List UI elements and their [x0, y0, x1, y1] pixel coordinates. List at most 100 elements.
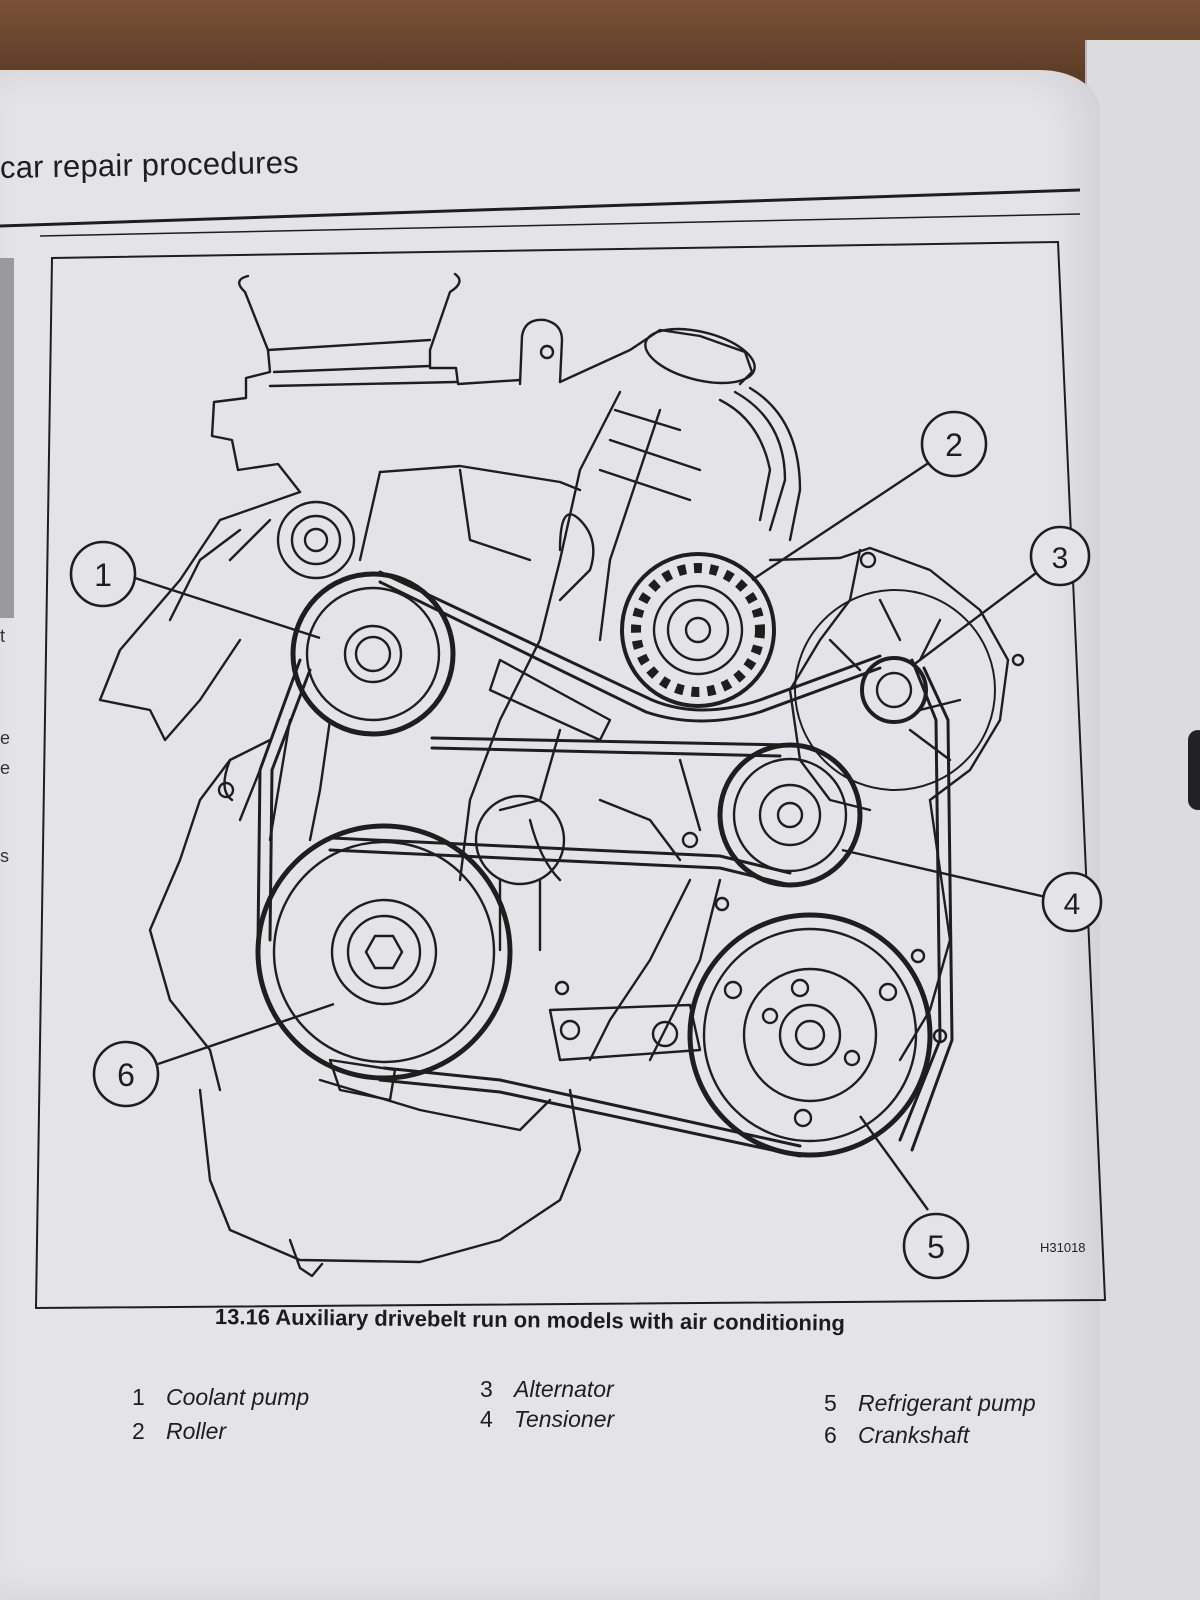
facing-page — [1085, 40, 1200, 1600]
legend-label: Roller — [166, 1418, 227, 1444]
callout-leader-1 — [134, 576, 321, 640]
callout-3: 3 — [1029, 525, 1091, 587]
crankshaft-bolt — [364, 934, 404, 970]
refrigerant-pump-stud — [793, 1108, 813, 1128]
callout-number-5: 5 — [927, 1229, 945, 1265]
tensioner-pulley — [717, 742, 863, 888]
margin-photo-strip — [0, 258, 14, 618]
callout-leader-5 — [859, 1115, 929, 1211]
callout-leader-6 — [157, 1002, 335, 1066]
bracket-bolt — [554, 980, 570, 996]
legend-label: Coolant pump — [166, 1384, 310, 1410]
tensioner-pulley-rim — [732, 757, 848, 873]
legend-number: 3 — [480, 1376, 493, 1402]
header-rule-thin — [39, 213, 1081, 237]
engine-outline — [98, 272, 1025, 1278]
callout-number-1: 1 — [94, 557, 112, 593]
timing-cover-bolt — [681, 831, 699, 849]
coolant-pump-pulley-rim — [305, 586, 441, 722]
legend-number: 1 — [132, 1384, 145, 1410]
alternator-bolt — [859, 551, 877, 569]
refrigerant-pump-rim — [702, 927, 918, 1143]
figure-frame — [34, 240, 1107, 1310]
callout-4: 4 — [1041, 871, 1103, 933]
callout-6: 6 — [92, 1040, 160, 1108]
coolant-pump-pulley — [290, 571, 456, 737]
bracket-bolt — [559, 1019, 581, 1041]
legend-item-crankshaft: 6 Crankshaft — [824, 1422, 969, 1449]
legend-number: 5 — [824, 1390, 837, 1416]
refrigerant-pump-stud — [790, 978, 810, 998]
margin-text-fragment: e — [0, 758, 11, 778]
legend-number: 4 — [480, 1406, 493, 1432]
legend-label: Alternator — [514, 1376, 614, 1402]
header-rule — [0, 188, 1081, 228]
alternator-pulley — [860, 656, 928, 724]
bracket-bolt — [651, 1020, 679, 1048]
callout-5: 5 — [902, 1212, 970, 1280]
legend-label: Tensioner — [514, 1406, 615, 1432]
callout-leader-4 — [841, 848, 1051, 900]
refrigerant-pump-stud — [761, 1007, 779, 1025]
roller-hub — [666, 598, 730, 662]
margin-text-fragment: e — [0, 728, 11, 748]
legend-item-alternator: 3 Alternator — [480, 1376, 614, 1403]
figure-code: H31018 — [1040, 1240, 1086, 1255]
callout-leader-3 — [911, 569, 1041, 667]
page-tab-marker — [1188, 730, 1200, 810]
alternator-bolt — [1011, 653, 1025, 667]
callout-number-2: 2 — [945, 427, 963, 463]
callout-number-6: 6 — [117, 1057, 135, 1093]
legend-item-tensioner: 4 Tensioner — [480, 1406, 614, 1433]
legend-item-coolant-pump: 1 Coolant pump — [132, 1384, 309, 1411]
crankshaft-hub-inner — [346, 914, 422, 990]
refrigerant-pump-center — [794, 1019, 826, 1051]
roller-inner — [652, 584, 744, 676]
roller-pulley — [620, 552, 776, 708]
idler-pulley-hub — [303, 527, 329, 553]
crankshaft-hub — [330, 898, 438, 1006]
callout-1: 1 — [69, 540, 137, 608]
mount-bolt — [910, 948, 926, 964]
tensioner-center — [776, 801, 804, 829]
legend-item-refrigerant-pump: 5 Refrigerant pump — [824, 1390, 1036, 1417]
crankshaft-pulley — [255, 823, 513, 1081]
alternator-body — [794, 589, 996, 791]
roller-center — [684, 616, 712, 644]
idler-pulley — [276, 500, 356, 580]
legend-item-roller: 2 Roller — [132, 1418, 226, 1445]
tensioner-hub — [758, 783, 822, 847]
legend-number: 2 — [132, 1418, 145, 1444]
roller-fins — [631, 563, 765, 697]
callout-leaders — [134, 460, 1051, 1211]
idler-pulley-inner — [290, 514, 342, 566]
refrigerant-pump-stud — [723, 980, 743, 1000]
callout-number-4: 4 — [1064, 888, 1081, 921]
callouts: 1 2 3 4 5 6 — [69, 410, 1103, 1280]
margin-text-fragment: s — [0, 846, 9, 866]
bracket-bolt — [714, 896, 730, 912]
crankshaft-pulley-rim — [272, 840, 496, 1064]
refrigerant-pump-stud — [843, 1049, 861, 1067]
callout-2: 2 — [920, 410, 988, 478]
alternator-pulley-hub — [875, 671, 913, 709]
coolant-pump-hub — [343, 624, 403, 684]
bracket-hole — [539, 344, 555, 360]
refrigerant-pump-pulley — [687, 912, 933, 1158]
coolant-pump-hub-inner — [354, 635, 392, 673]
legend-number: 6 — [824, 1422, 837, 1448]
legend-label: Refrigerant pump — [858, 1390, 1036, 1416]
callout-number-3: 3 — [1052, 542, 1069, 575]
refrigerant-pump-face — [742, 967, 878, 1103]
manual-page — [0, 70, 1100, 1600]
filler-cap — [644, 327, 756, 385]
callout-leader-2 — [751, 460, 931, 582]
refrigerant-pump-hub — [778, 1003, 842, 1067]
margin-text-fragment: t — [0, 626, 6, 646]
drive-belt — [256, 570, 954, 1158]
refrigerant-pump-stud — [878, 982, 898, 1002]
legend-label: Crankshaft — [858, 1422, 970, 1448]
block-bolt — [217, 781, 235, 799]
timing-cover-boss — [474, 794, 566, 886]
